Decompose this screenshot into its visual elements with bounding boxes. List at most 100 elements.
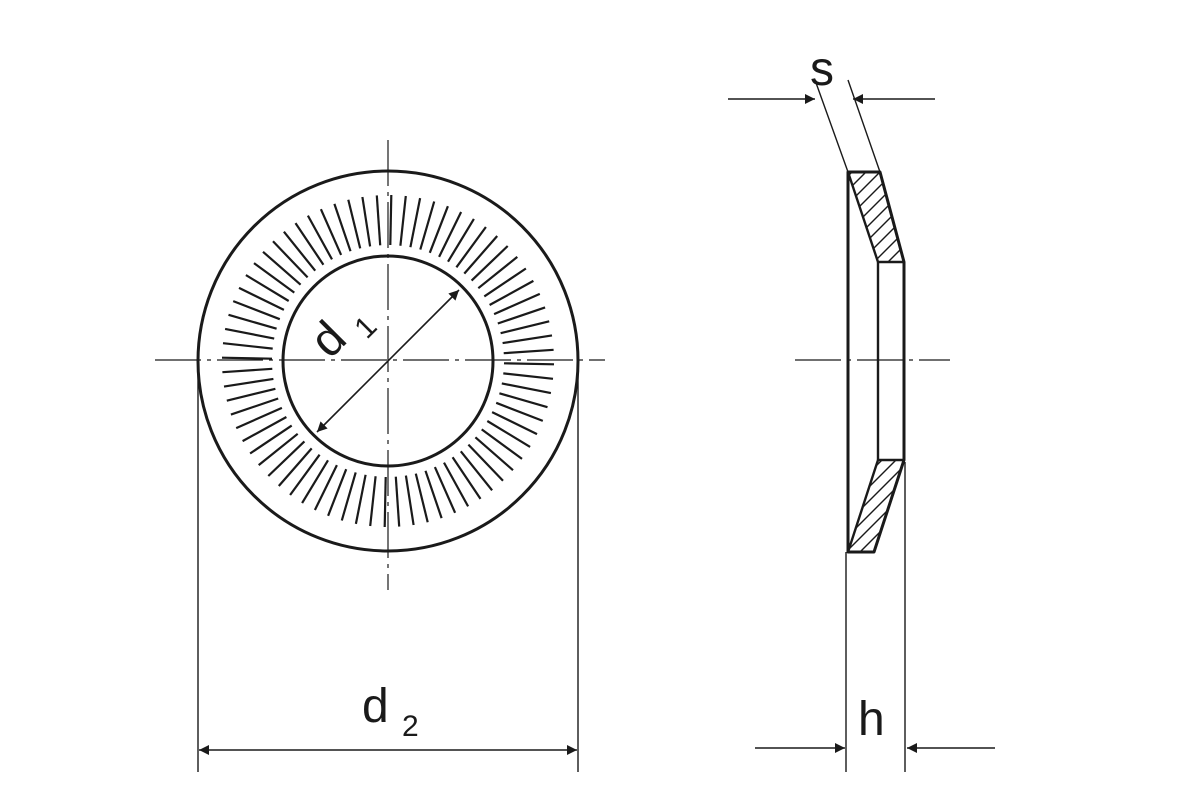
outer-circle <box>196 169 580 553</box>
serration-tick <box>306 215 333 260</box>
serration-tick <box>235 406 283 430</box>
serration-tick <box>249 424 293 455</box>
hatch-line <box>848 467 904 552</box>
serration-tick <box>283 231 317 272</box>
d1-label-main: d <box>300 311 356 367</box>
serration-tick <box>409 197 422 248</box>
serration-tick <box>245 274 290 302</box>
serration-ticks <box>221 194 555 528</box>
hatch-line <box>848 172 904 237</box>
hatch-bottom <box>848 460 904 552</box>
serration-tick <box>294 222 325 266</box>
serration-tick <box>327 468 348 517</box>
serration-tick <box>467 443 504 482</box>
serration-tick <box>489 279 534 306</box>
d2-label: d 2 <box>362 680 419 743</box>
serration-tick <box>253 262 295 294</box>
serration-tick <box>267 440 306 477</box>
serration-tick <box>428 205 449 254</box>
serration-tick <box>394 476 401 527</box>
serration-tick <box>319 208 343 256</box>
washer-profile-outer <box>846 170 906 554</box>
serration-tick <box>493 292 541 316</box>
serration-tick <box>222 342 273 350</box>
serration-tick <box>495 401 544 422</box>
serration-tick <box>361 196 372 247</box>
serration-tick <box>223 377 274 388</box>
serration-tick <box>389 194 393 246</box>
inner-circle <box>281 254 495 468</box>
serration-tick <box>242 416 287 443</box>
serration-tick <box>500 320 550 335</box>
serration-tick <box>399 195 407 246</box>
h-label: h <box>858 693 885 746</box>
hatch-line <box>848 172 904 251</box>
serration-tick <box>232 300 281 321</box>
serration-tick <box>501 382 552 395</box>
bottom-section-inner-edge <box>846 459 880 553</box>
d1-label-sub: 1 <box>348 310 383 345</box>
serration-tick <box>455 226 487 268</box>
serration-tick <box>354 474 367 525</box>
serration-tick <box>347 199 362 249</box>
serration-tick <box>414 473 429 523</box>
serration-tick <box>375 195 382 246</box>
serration-tick <box>481 428 523 460</box>
serration-tick <box>459 450 493 491</box>
serration-tick <box>443 462 470 507</box>
hatch-line <box>848 219 904 262</box>
d1-label: d 1 <box>300 290 383 373</box>
serration-tick <box>313 464 338 511</box>
hatch-line <box>848 191 904 262</box>
serration-tick <box>301 459 329 504</box>
s-label: s <box>810 43 834 96</box>
serration-tick <box>483 267 527 298</box>
hatch-line <box>848 460 904 541</box>
hatch-line <box>848 172 904 209</box>
front-view: d 1 d 2 <box>155 140 605 772</box>
hatch-line <box>848 460 904 552</box>
serration-tick <box>333 203 352 252</box>
hatch-line <box>848 460 904 471</box>
serration-tick <box>221 356 273 360</box>
hatch-line <box>848 509 904 552</box>
serration-tick <box>230 397 279 416</box>
serration-tick <box>226 387 276 402</box>
hatch-line <box>848 177 904 262</box>
serration-tick <box>486 420 531 448</box>
serration-tick <box>451 456 482 500</box>
s-extension-right <box>847 79 881 173</box>
hatch-line <box>848 261 904 262</box>
hatch-line <box>848 460 904 485</box>
hatch-line <box>848 460 904 499</box>
hatch-line <box>848 523 904 552</box>
serration-tick <box>474 436 514 472</box>
hatch-line <box>848 233 904 262</box>
serration-tick <box>503 362 555 366</box>
d2-label-main: d <box>362 680 389 733</box>
hatch-line <box>848 172 904 262</box>
serration-tick <box>497 306 546 325</box>
serration-tick <box>340 472 357 521</box>
serration-tick <box>228 313 277 330</box>
hatch-line <box>848 172 904 195</box>
hatch-line <box>848 537 904 552</box>
serration-tick <box>277 447 313 487</box>
serration-tick <box>491 411 538 436</box>
hatch-line <box>848 205 904 262</box>
serration-tick <box>503 348 554 355</box>
hatch-line <box>848 460 904 527</box>
serration-tick <box>503 372 554 380</box>
serration-tick <box>419 201 436 250</box>
serration-tick <box>369 476 377 527</box>
serration-tick <box>262 250 302 286</box>
serration-tick <box>477 256 518 290</box>
serration-tick <box>404 475 415 526</box>
serration-tick <box>222 367 273 374</box>
hatch-line <box>848 460 904 513</box>
serration-tick <box>470 245 509 282</box>
serration-tick <box>463 235 499 275</box>
serration-tick <box>447 218 475 263</box>
top-section-inner-edge <box>846 171 880 263</box>
